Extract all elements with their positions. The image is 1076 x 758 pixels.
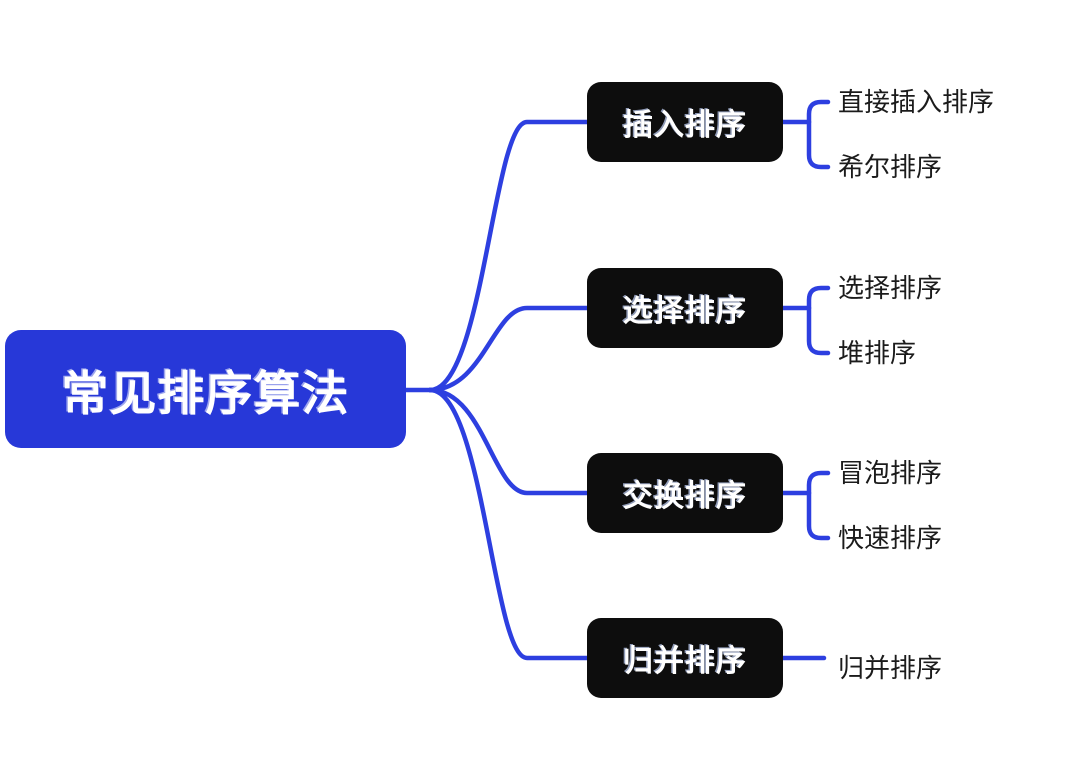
- branch-node-4[interactable]: 归并排序: [587, 618, 783, 698]
- branch-node-3[interactable]: 交换排序: [587, 453, 783, 533]
- branch-node-2[interactable]: 选择排序: [587, 268, 783, 348]
- branch-node-1[interactable]: 插入排序: [587, 82, 783, 162]
- branch-node-label: 选择排序: [623, 295, 747, 328]
- connector-branch-2-bracket: [806, 285, 831, 356]
- root-node[interactable]: 常见排序算法: [5, 330, 406, 448]
- leaf-label-1-1[interactable]: 直接插入排序: [838, 87, 995, 117]
- connector-root-to-branch-4: [427, 387, 590, 661]
- branch-node-label: 归并排序: [623, 645, 747, 678]
- leaf-label-2-1[interactable]: 选择排序: [838, 273, 943, 303]
- leaf-label-4-1[interactable]: 归并排序: [838, 653, 943, 683]
- branch-node-label: 插入排序: [623, 109, 747, 142]
- connector-branch-3-bracket: [806, 470, 831, 541]
- connector-root-to-branch-1: [427, 119, 590, 393]
- connector-root-to-branch-3: [427, 387, 590, 496]
- connector-root-to-branch-2: [427, 305, 590, 393]
- leaf-label-3-2[interactable]: 快速排序: [838, 523, 943, 553]
- leaf-label-3-1[interactable]: 冒泡排序: [838, 458, 943, 488]
- connector-branch-1-bracket: [806, 99, 831, 170]
- leaf-label-2-2[interactable]: 堆排序: [838, 338, 917, 368]
- branch-node-label: 交换排序: [623, 480, 747, 513]
- leaf-label-1-2[interactable]: 希尔排序: [838, 152, 943, 182]
